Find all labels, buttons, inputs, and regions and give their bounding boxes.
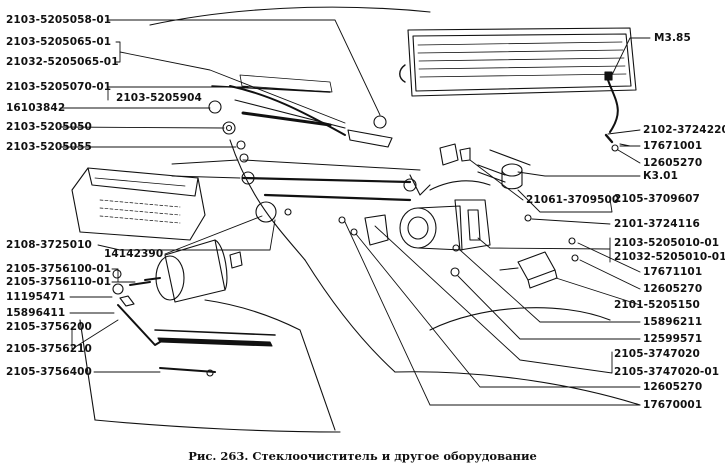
part-label: 2105-3756100-01 (6, 263, 112, 275)
rear-wiper-motor (129, 239, 243, 303)
part-label: 2103-5205904 (116, 92, 202, 104)
part-label: 2105-3709607 (614, 193, 700, 205)
figure-caption: Рис. 263. Стеклоочиститель и другое обор… (188, 449, 537, 463)
part-label: К3.01 (643, 170, 678, 182)
heater-box (71, 167, 206, 241)
part-label: 2103-5205058-01 (6, 14, 112, 26)
leader-lines-right (344, 37, 651, 406)
part-label: 21061-3709500 (526, 194, 620, 206)
part-label: 2105-3756200 (6, 321, 92, 333)
part-label: 21032-5205065-01 (6, 56, 119, 68)
part-label: 2103-5205055 (6, 141, 92, 153)
wiper-arm-lower (117, 304, 276, 377)
part-label: 2103-5205010-01 (614, 237, 720, 249)
wiper-linkage (241, 159, 431, 202)
part-label: 15896411 (6, 307, 66, 319)
part-label: 12605270 (643, 283, 703, 295)
part-label: 14142390 (104, 248, 164, 260)
part-label: 17670001 (643, 399, 703, 411)
part-label: 12605270 (643, 157, 703, 169)
part-label: 16103842 (6, 102, 66, 114)
part-label: 2105-3747020-01 (614, 366, 720, 378)
part-label: 17671001 (643, 140, 703, 152)
leader-lines-left (59, 19, 381, 373)
rear-window (399, 27, 637, 144)
wiper-relay (499, 251, 558, 289)
small-parts (112, 74, 631, 307)
part-label: М3.85 (654, 32, 691, 44)
part-label: 12605270 (643, 381, 703, 393)
part-label: 2101-3724116 (614, 218, 700, 230)
car-body-outline (79, 6, 641, 433)
part-label: 2108-3725010 (6, 239, 92, 251)
part-label: 2103-5205065-01 (6, 36, 112, 48)
part-label: 12599571 (643, 333, 703, 345)
part-label: 2105-3756110-01 (6, 276, 112, 288)
part-label: 17671101 (643, 266, 703, 278)
part-label: 2103-5205050 (6, 121, 92, 133)
central-motor (364, 180, 491, 251)
part-label: 15896211 (643, 316, 703, 328)
part-label: 11195471 (6, 291, 66, 303)
part-label: 2103-5205070-01 (6, 81, 112, 93)
part-label: 21032-5205010-01 (614, 251, 725, 263)
part-label: 2105-3747020 (614, 348, 700, 360)
part-label: 2101-5205150 (614, 299, 700, 311)
relay-connector (439, 143, 531, 190)
wiper-arm-top (211, 85, 393, 148)
part-label: 2105-3756400 (6, 366, 92, 378)
part-label: 2105-3756210 (6, 343, 92, 355)
part-label: 2102-3724220 (643, 124, 725, 136)
